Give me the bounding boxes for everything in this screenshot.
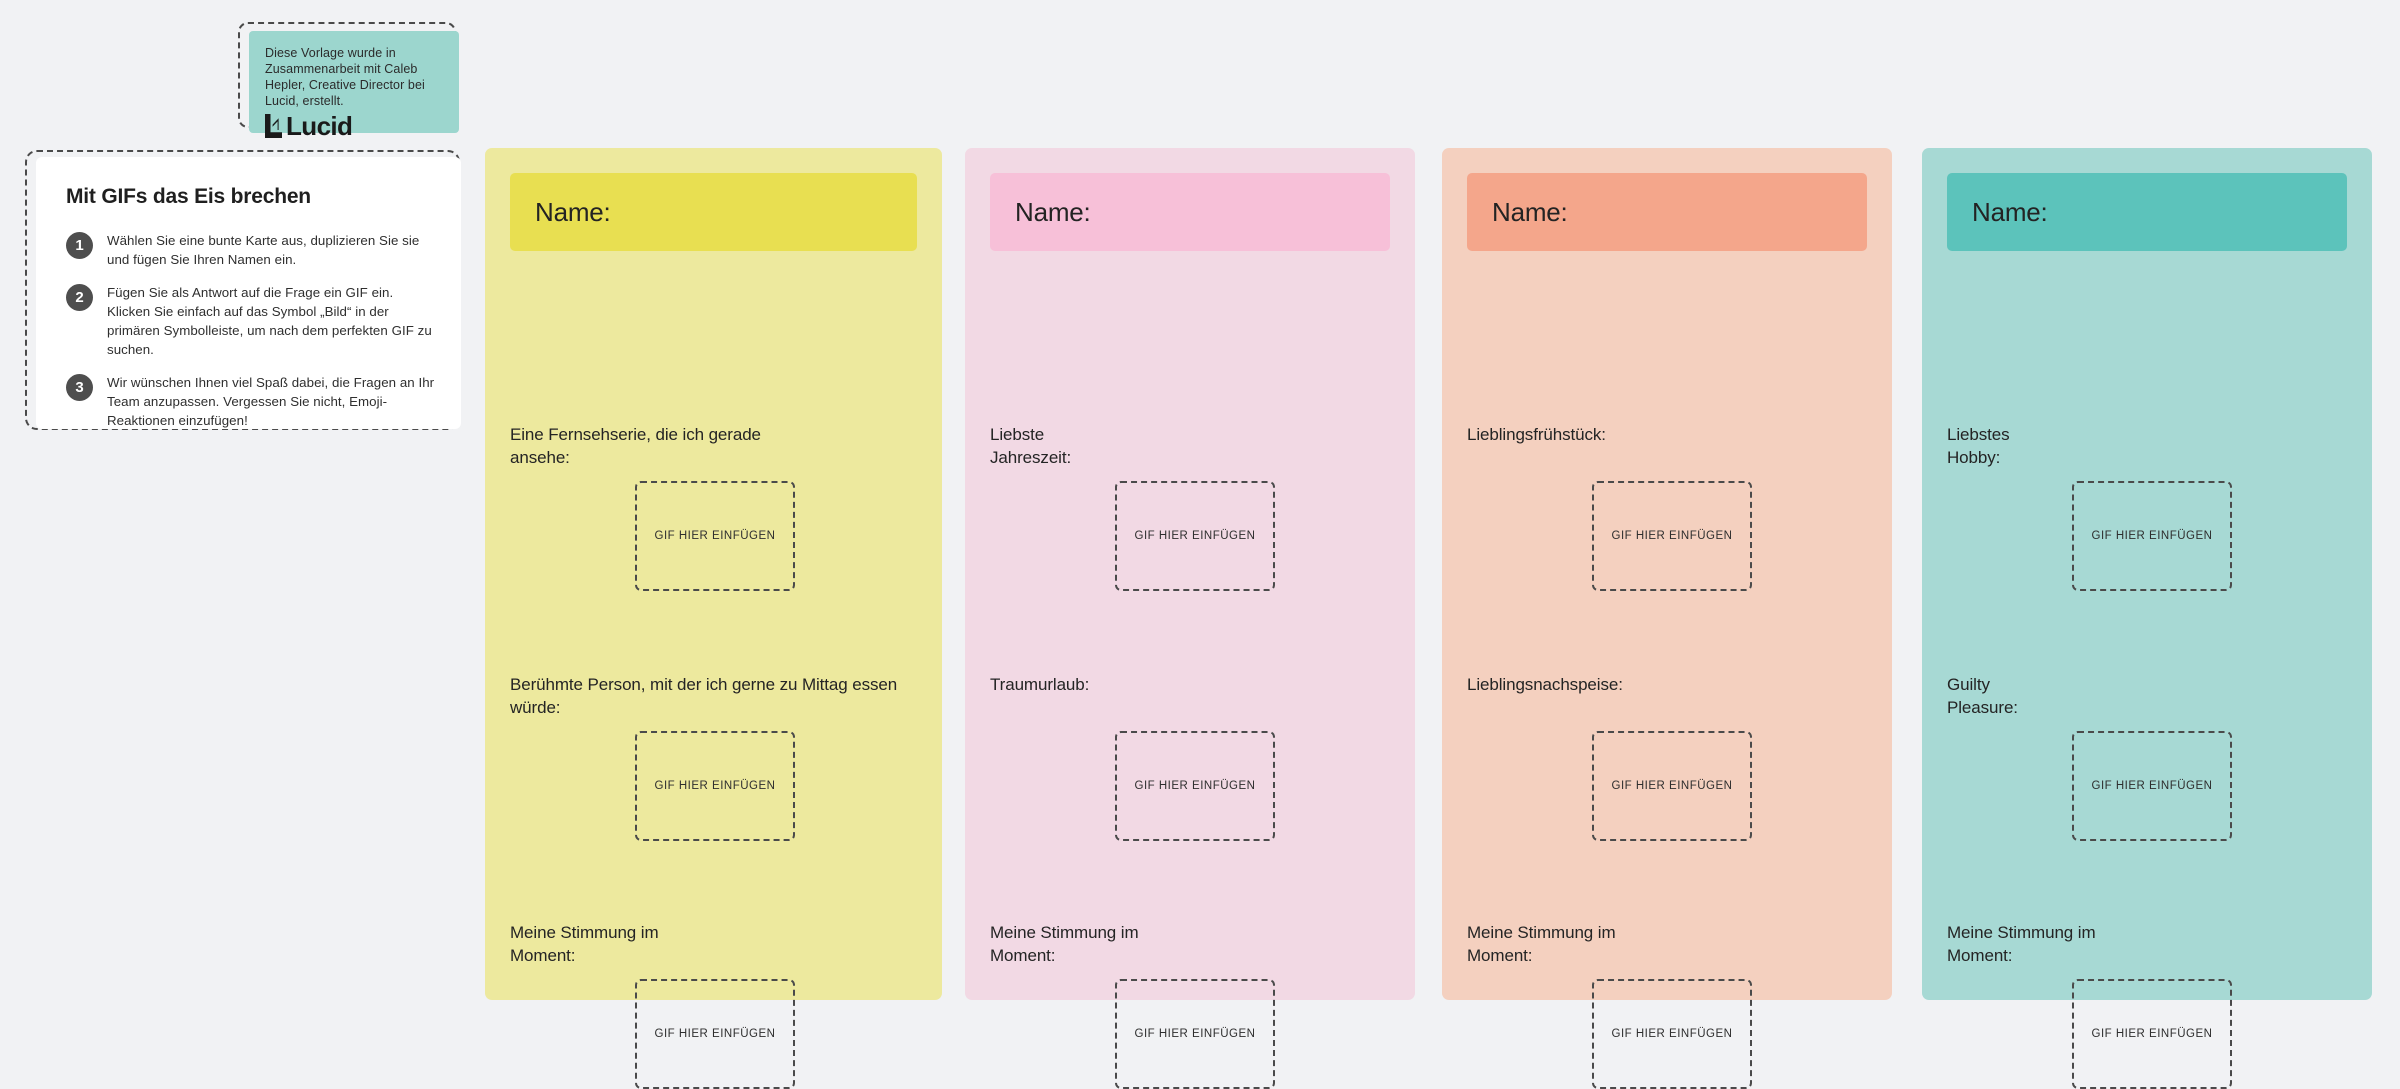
- gif-drop-label: GIF HIER EINFÜGEN: [2091, 530, 2213, 542]
- lucid-credit-text: Diese Vorlage wurde in Zusammenarbeit mi…: [265, 46, 425, 108]
- gif-drop-label: GIF HIER EINFÜGEN: [1611, 1028, 1733, 1040]
- card-orange-question-1-label: Lieblingsfrühstück:: [1467, 425, 1606, 444]
- card-teal-name-label: Name:: [1972, 196, 2048, 227]
- gif-drop-label: GIF HIER EINFÜGEN: [1134, 1028, 1256, 1040]
- card-orange[interactable]: Name: Lieblingsfrühstück: GIF HIER EINFÜ…: [1442, 148, 1892, 1089]
- gif-drop-label: GIF HIER EINFÜGEN: [1134, 530, 1256, 542]
- card-teal-question-1: Liebstes Hobby: GIF HIER EINFÜGEN: [1947, 423, 2400, 591]
- gif-drop-label: GIF HIER EINFÜGEN: [654, 530, 776, 542]
- card-yellow-gif-drop-1[interactable]: GIF HIER EINFÜGEN: [635, 481, 795, 591]
- instructions-panel: Mit GIFs das Eis brechen 1 Wählen Sie ei…: [36, 157, 461, 429]
- card-yellow-question-2-label: Berühmte Person, mit der ich gerne zu Mi…: [510, 675, 898, 717]
- step-number-badge-3: 3: [66, 374, 93, 401]
- step-number-badge-1: 1: [66, 232, 93, 259]
- instructions-title: Mit GIFs das Eis brechen: [66, 185, 311, 208]
- card-teal-name-header[interactable]: Name:: [1947, 173, 2347, 251]
- card-yellow-question-1-label: Eine Fernsehserie, die ich gerade ansehe…: [510, 425, 761, 467]
- gif-drop-label: GIF HIER EINFÜGEN: [2091, 780, 2213, 792]
- gif-drop-label: GIF HIER EINFÜGEN: [2091, 1028, 2213, 1040]
- card-pink-name-header[interactable]: Name:: [990, 173, 1390, 251]
- card-orange-gif-drop-2[interactable]: GIF HIER EINFÜGEN: [1592, 731, 1752, 841]
- card-pink-question-2: Traumurlaub: GIF HIER EINFÜGEN: [990, 673, 1450, 841]
- card-orange-gif-drop-1[interactable]: GIF HIER EINFÜGEN: [1592, 481, 1752, 591]
- card-orange-question-3: Meine Stimmung im Moment: GIF HIER EINFÜ…: [1467, 921, 1927, 1089]
- lucid-logo-mark-icon: [265, 114, 282, 138]
- card-orange-name-label: Name:: [1492, 196, 1568, 227]
- gif-drop-label: GIF HIER EINFÜGEN: [654, 1028, 776, 1040]
- gif-drop-label: GIF HIER EINFÜGEN: [654, 780, 776, 792]
- instruction-step-3: 3 Wir wünschen Ihnen viel Spaß dabei, di…: [66, 373, 435, 430]
- card-teal-gif-drop-2[interactable]: GIF HIER EINFÜGEN: [2072, 731, 2232, 841]
- card-yellow-name-label: Name:: [535, 196, 611, 227]
- card-teal[interactable]: Name: Liebstes Hobby: GIF HIER EINFÜGEN …: [1922, 148, 2372, 1089]
- card-pink-question-2-label: Traumurlaub:: [990, 675, 1090, 694]
- card-pink-gif-drop-1[interactable]: GIF HIER EINFÜGEN: [1115, 481, 1275, 591]
- card-teal-question-1-label: Liebstes Hobby:: [1947, 425, 2010, 467]
- card-pink-question-3-label: Meine Stimmung im Moment:: [990, 923, 1139, 965]
- card-orange-name-header[interactable]: Name:: [1467, 173, 1867, 251]
- gif-drop-label: GIF HIER EINFÜGEN: [1611, 530, 1733, 542]
- card-yellow-name-header[interactable]: Name:: [510, 173, 917, 251]
- card-pink-question-3: Meine Stimmung im Moment: GIF HIER EINFÜ…: [990, 921, 1450, 1089]
- card-teal-question-2-label: Guilty Pleasure:: [1947, 675, 2018, 717]
- lucid-wordmark: Lucid: [286, 111, 353, 141]
- card-teal-gif-drop-3[interactable]: GIF HIER EINFÜGEN: [2072, 979, 2232, 1089]
- card-teal-gif-drop-1[interactable]: GIF HIER EINFÜGEN: [2072, 481, 2232, 591]
- card-yellow-question-3: Meine Stimmung im Moment: GIF HIER EINFÜ…: [510, 921, 970, 1089]
- gif-drop-label: GIF HIER EINFÜGEN: [1134, 780, 1256, 792]
- card-teal-question-3-label: Meine Stimmung im Moment:: [1947, 923, 2096, 965]
- card-yellow-question-1: Eine Fernsehserie, die ich gerade ansehe…: [510, 423, 970, 591]
- gif-drop-label: GIF HIER EINFÜGEN: [1611, 780, 1733, 792]
- card-pink-gif-drop-2[interactable]: GIF HIER EINFÜGEN: [1115, 731, 1275, 841]
- card-yellow-question-2: Berühmte Person, mit der ich gerne zu Mi…: [510, 673, 970, 841]
- step-text-2: Fügen Sie als Antwort auf die Frage ein …: [107, 285, 432, 357]
- card-orange-question-2: Lieblingsnachspeise: GIF HIER EINFÜGEN: [1467, 673, 1927, 841]
- card-pink-gif-drop-3[interactable]: GIF HIER EINFÜGEN: [1115, 979, 1275, 1089]
- lucid-logo: Lucid: [265, 113, 443, 139]
- card-pink-question-1: Liebste Jahreszeit: GIF HIER EINFÜGEN: [990, 423, 1450, 591]
- card-yellow-gif-drop-2[interactable]: GIF HIER EINFÜGEN: [635, 731, 795, 841]
- card-pink-question-1-label: Liebste Jahreszeit:: [990, 425, 1072, 467]
- instruction-step-1: 1 Wählen Sie eine bunte Karte aus, dupli…: [66, 231, 435, 269]
- lucid-attribution-card[interactable]: Diese Vorlage wurde in Zusammenarbeit mi…: [249, 31, 459, 139]
- step-text-3: Wir wünschen Ihnen viel Spaß dabei, die …: [107, 375, 435, 428]
- card-orange-question-2-label: Lieblingsnachspeise:: [1467, 675, 1623, 694]
- card-orange-gif-drop-3[interactable]: GIF HIER EINFÜGEN: [1592, 979, 1752, 1089]
- card-pink-name-label: Name:: [1015, 196, 1091, 227]
- card-orange-question-1: Lieblingsfrühstück: GIF HIER EINFÜGEN: [1467, 423, 1927, 591]
- card-teal-question-3: Meine Stimmung im Moment: GIF HIER EINFÜ…: [1947, 921, 2400, 1089]
- card-yellow-question-3-label: Meine Stimmung im Moment:: [510, 923, 659, 965]
- step-text-1: Wählen Sie eine bunte Karte aus, duplizi…: [107, 233, 420, 267]
- step-number-badge-2: 2: [66, 284, 93, 311]
- card-orange-question-3-label: Meine Stimmung im Moment:: [1467, 923, 1616, 965]
- card-pink[interactable]: Name: Liebste Jahreszeit: GIF HIER EINFÜ…: [965, 148, 1415, 1089]
- card-yellow[interactable]: Name: Eine Fernsehserie, die ich gerade …: [485, 148, 942, 1089]
- instruction-step-2: 2 Fügen Sie als Antwort auf die Frage ei…: [66, 283, 435, 359]
- card-yellow-gif-drop-3[interactable]: GIF HIER EINFÜGEN: [635, 979, 795, 1089]
- card-teal-question-2: Guilty Pleasure: GIF HIER EINFÜGEN: [1947, 673, 2400, 841]
